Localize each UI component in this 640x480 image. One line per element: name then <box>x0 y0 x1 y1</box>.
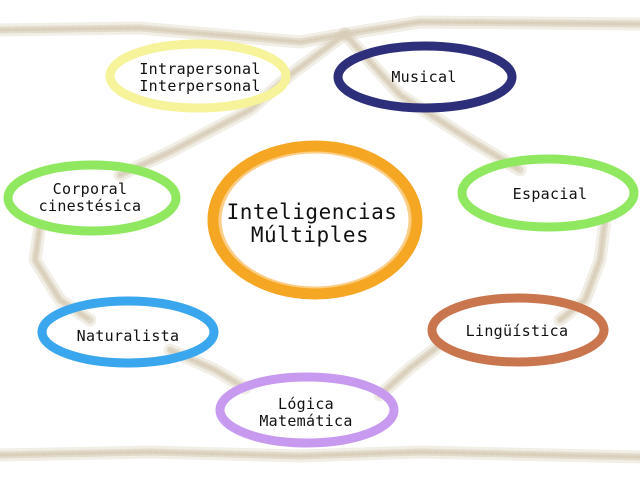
rope-segment <box>378 343 442 397</box>
node-ring-corporal <box>3 160 181 236</box>
center-node: Inteligencias Múltiples <box>207 140 423 300</box>
center-label-line1: Inteligencias <box>227 200 398 224</box>
node-linguistica: Lingüística <box>427 293 609 367</box>
center-ring <box>207 140 423 300</box>
node-ring-linguistica <box>427 293 609 367</box>
node-label-logica: Lógica <box>278 395 334 413</box>
node-label-naturalista: Naturalista <box>77 327 180 345</box>
node-label-musical: Musical <box>391 68 456 86</box>
rope-segment <box>343 32 522 172</box>
node-ring-musical <box>333 41 517 113</box>
node-label-cinestesica: cinestésica <box>39 197 142 215</box>
node-ring-naturalista <box>37 296 219 368</box>
node-ring-logica <box>215 372 399 448</box>
center-ring-inner <box>218 150 412 290</box>
node-label-interpersonal: Interpersonal <box>139 77 260 95</box>
node-corporal: Corporal cinestésica <box>3 160 181 236</box>
node-label-matematica: Matemática <box>259 412 352 430</box>
rope-segment <box>558 218 607 322</box>
rope-segment <box>118 32 347 177</box>
node-label-linguistica: Lingüística <box>466 322 569 340</box>
node-label-espacial: Espacial <box>513 185 588 203</box>
rope-segment <box>0 20 640 44</box>
node-intrapersonal: Intrapersonal Interpersonal <box>105 39 291 113</box>
rope-segment <box>0 450 640 459</box>
node-musical: Musical <box>333 41 517 113</box>
node-label-intrapersonal: Intrapersonal <box>139 60 260 78</box>
node-naturalista: Naturalista <box>37 296 219 368</box>
node-ring-intrapersonal <box>105 39 291 113</box>
center-label-line2: Múltiples <box>251 223 369 247</box>
node-espacial: Espacial <box>457 154 639 232</box>
node-label-corporal: Corporal <box>53 180 128 198</box>
node-logica: Lógica Matemática <box>215 372 399 448</box>
node-ring-espacial <box>457 154 639 232</box>
